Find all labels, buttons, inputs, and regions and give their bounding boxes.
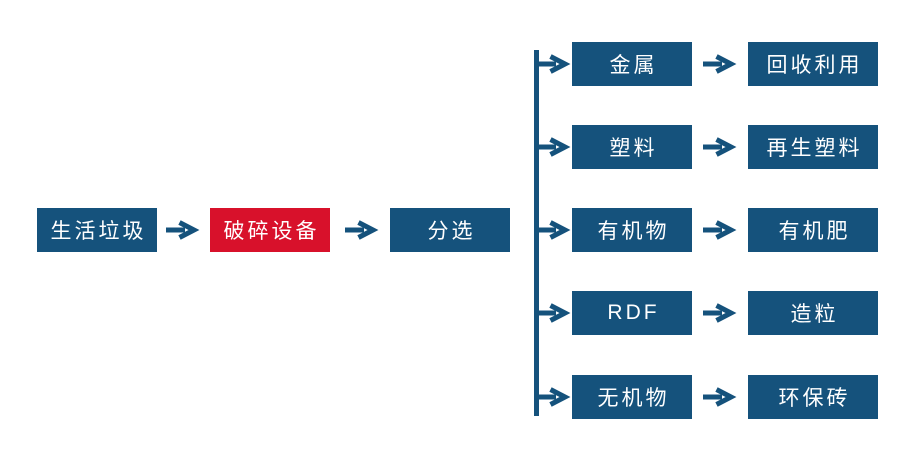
node-branch-source-label: 金属	[609, 54, 658, 77]
branch-row-plastic: 塑料 再生塑料	[536, 125, 878, 169]
node-household-waste: 生活垃圾	[37, 208, 157, 252]
arrow-right-icon	[702, 303, 737, 323]
arrow-right-icon	[702, 387, 737, 407]
branch-row-rdf: RDF 造粒	[536, 291, 878, 335]
arrow-right-icon	[702, 137, 737, 157]
node-sorting: 分选	[390, 208, 510, 252]
arrow-right-icon	[536, 137, 571, 157]
node-branch-source-label: 无机物	[597, 387, 670, 410]
node-branch-result: 造粒	[748, 291, 878, 335]
branch-row-organic: 有机物 有机肥	[536, 208, 878, 252]
distribution-line	[534, 50, 539, 416]
node-household-waste-label: 生活垃圾	[50, 220, 147, 243]
node-branch-source-label: 塑料	[609, 137, 658, 160]
node-branch-result-label: 回收利用	[766, 54, 863, 77]
node-branch-result: 回收利用	[748, 42, 878, 86]
node-branch-result: 环保砖	[748, 375, 878, 419]
arrow-right-icon	[536, 303, 571, 323]
node-branch-source: 金属	[572, 42, 692, 86]
node-branch-source: RDF	[572, 291, 692, 335]
node-branch-result-label: 有机肥	[778, 220, 851, 243]
arrow-right-icon	[165, 220, 200, 240]
node-branch-source-label: RDF	[607, 301, 660, 324]
node-sorting-label: 分选	[427, 220, 476, 243]
node-branch-source: 塑料	[572, 125, 692, 169]
node-branch-source-label: 有机物	[597, 220, 670, 243]
arrow-right-icon	[344, 220, 379, 240]
arrow-right-icon	[536, 54, 571, 74]
node-crushing-equipment: 破碎设备	[210, 208, 330, 252]
node-branch-result-label: 环保砖	[778, 387, 851, 410]
arrow-right-icon	[536, 387, 571, 407]
node-crushing-equipment-label: 破碎设备	[223, 220, 320, 243]
node-branch-result: 再生塑料	[748, 125, 878, 169]
node-branch-source: 无机物	[572, 375, 692, 419]
arrow-right-icon	[702, 220, 737, 240]
node-branch-source: 有机物	[572, 208, 692, 252]
arrow-right-icon	[536, 220, 571, 240]
node-branch-result-label: 再生塑料	[766, 137, 863, 160]
branch-row-inorganic: 无机物 环保砖	[536, 375, 878, 419]
arrow-right-icon	[702, 54, 737, 74]
branch-row-metal: 金属 回收利用	[536, 42, 878, 86]
node-branch-result-label: 造粒	[790, 303, 839, 326]
node-branch-result: 有机肥	[748, 208, 878, 252]
